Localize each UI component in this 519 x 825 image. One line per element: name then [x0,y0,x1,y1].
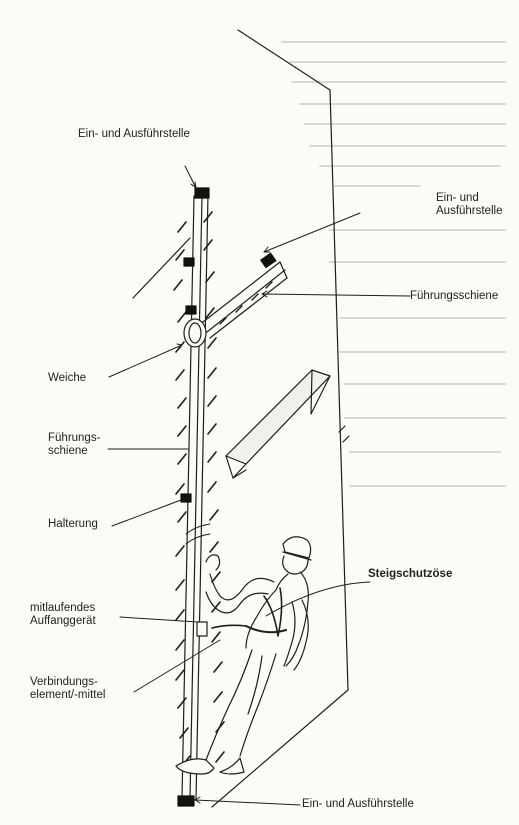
ladder-rungs [174,212,224,766]
wall-texture [282,42,505,486]
switch-body [184,319,206,347]
label-fall-arrester: mitlaufendes Auffanggerät [30,602,96,628]
label-bottom-entry: Ein- und Ausführstelle [302,798,414,811]
leader-switch [109,345,182,377]
leader-top-entry [185,166,196,188]
top-entry-cap [195,188,209,198]
wall-plate [226,370,330,478]
label-top-entry: Ein- und Ausführstelle [78,128,190,141]
label-right-entry: Ein- und Ausführstelle [436,192,502,218]
leader-bracket [112,500,181,526]
branch-entry-cap [261,253,276,267]
label-eyelet: Steigschutzöse [368,568,452,581]
label-main-rail: Führungs- schiene [48,432,100,458]
branch-guide-rail [203,262,287,338]
leader-right-entry [264,213,360,252]
label-side-rail: Führungsschiene [410,290,498,303]
walkway-edge [133,238,190,298]
leader-fall-arrester [120,617,198,622]
label-connector: Verbindungs- element/-mittel [30,676,105,702]
leader-bottom-entry [195,800,300,805]
climbing-worker [176,537,311,774]
bottom-entry-cap [178,796,194,806]
label-bracket: Halterung [48,518,98,531]
label-switch: Weiche [48,372,86,385]
